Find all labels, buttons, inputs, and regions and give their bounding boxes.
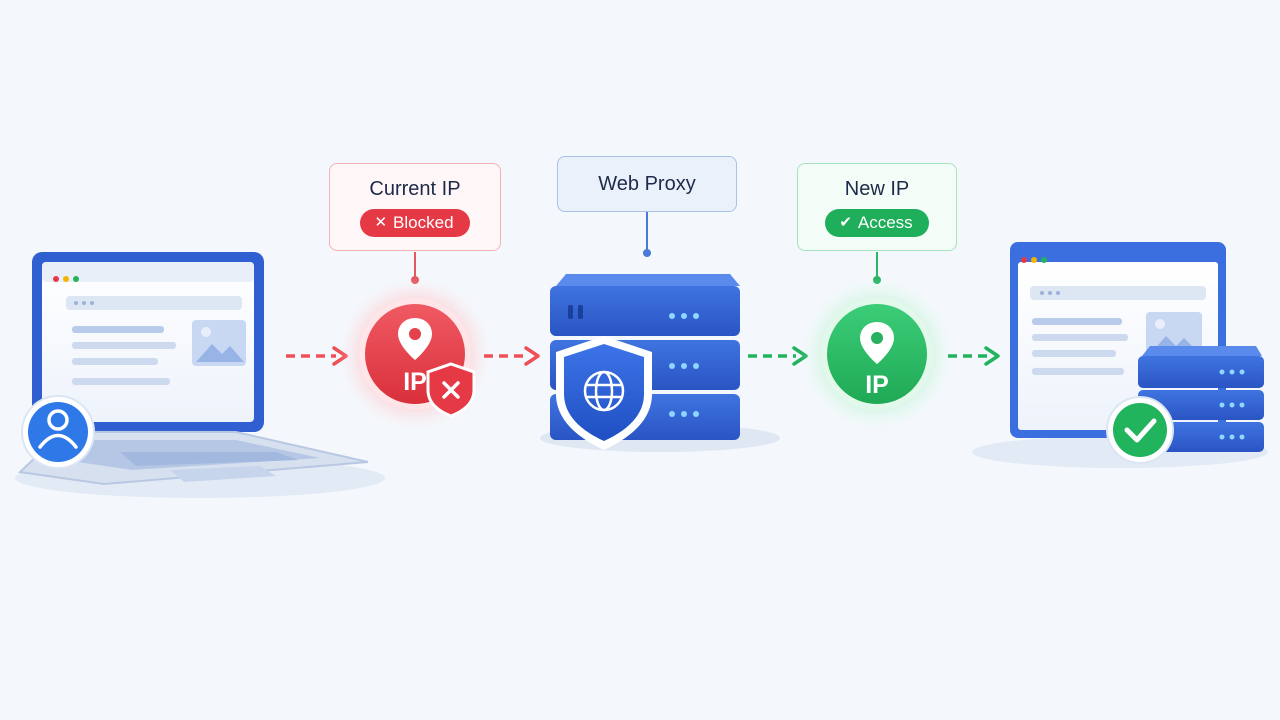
current-ip-circle-text: IP <box>403 368 427 396</box>
shield-globe-icon <box>556 336 652 450</box>
arrow-current-ip-to-proxy <box>484 346 540 366</box>
website-window-icon <box>972 242 1268 468</box>
web-proxy-label: Web Proxy <box>557 156 737 212</box>
location-pin-icon <box>860 322 894 364</box>
blocked-badge: ✕ Blocked <box>360 208 470 237</box>
new-ip-node: IP <box>801 252 953 430</box>
new-ip-label: New IP ✔ Access <box>797 163 957 251</box>
x-icon: ✕ <box>374 214 388 231</box>
laptop-icon <box>15 252 385 498</box>
current-ip-node: IP <box>339 252 491 430</box>
blocked-badge-text: Blocked <box>393 212 454 232</box>
new-ip-circle-text: IP <box>865 371 889 399</box>
arrow-proxy-to-new-ip <box>748 346 808 366</box>
web-proxy-server-icon <box>540 212 780 452</box>
web-proxy-title: Web Proxy <box>598 172 696 195</box>
arrow-laptop-to-current-ip <box>286 346 348 366</box>
current-ip-label: Current IP ✕ Blocked <box>329 163 501 251</box>
current-ip-title: Current IP <box>369 177 461 200</box>
blocked-shield-icon <box>426 362 476 418</box>
user-avatar-icon <box>21 395 95 469</box>
check-icon: ✔ <box>839 214 852 231</box>
access-badge-text: Access <box>857 212 913 232</box>
location-pin-icon <box>398 318 432 360</box>
new-ip-title: New IP <box>844 177 910 200</box>
arrow-new-ip-to-website <box>948 346 1000 366</box>
access-badge: ✔ Access <box>825 208 929 237</box>
success-check-icon <box>1106 396 1174 464</box>
